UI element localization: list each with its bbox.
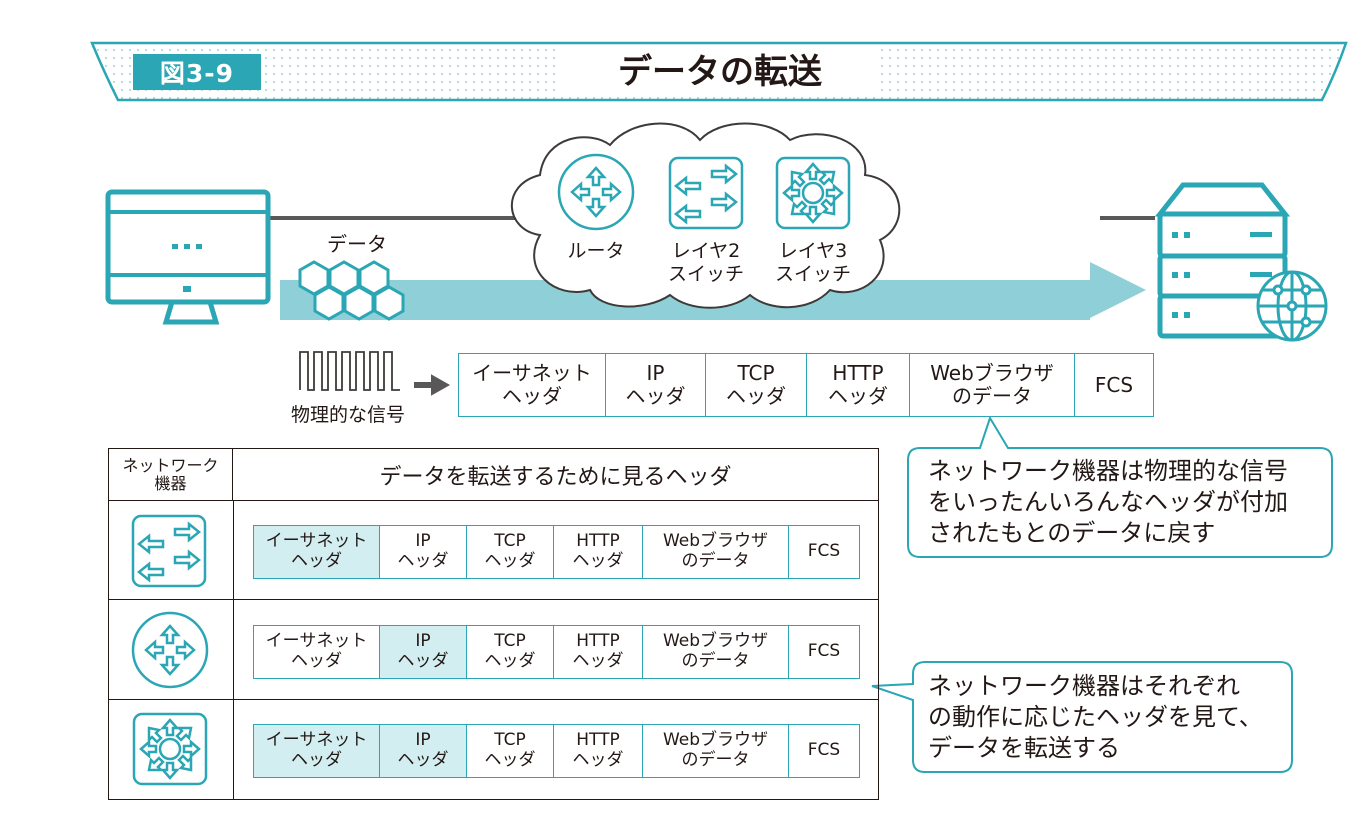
table-router-icon xyxy=(131,611,209,689)
l3-switch-label: レイヤ3 スイッチ xyxy=(774,240,851,285)
fcs-cell: FCS xyxy=(1094,372,1134,397)
top-header-row: イーサネット ヘッダ IP ヘッダ TCP ヘッダ HTTP ヘッダ Webブラ… xyxy=(458,353,1154,417)
web-data-cell: Webブラウザ のデータ xyxy=(643,725,789,777)
figure-title: データの転送 xyxy=(560,47,880,97)
ip-header-cell: IP ヘッダ xyxy=(380,526,467,578)
ethernet-header-cell: イーサネット ヘッダ xyxy=(254,725,380,777)
table-row-divider xyxy=(109,599,878,600)
table-row: イーサネット ヘッダ IP ヘッダ TCP ヘッダ HTTP ヘッダ Webブラ… xyxy=(253,525,860,579)
tcp-header-cell: TCP ヘッダ xyxy=(706,354,807,416)
router-label: ルータ xyxy=(567,240,625,262)
ip-header-cell: IP ヘッダ xyxy=(606,354,706,416)
table-col-header-headers: データを転送するために見るヘッダ xyxy=(233,449,878,501)
callout-1-text: ネットワーク機器は物理的な信号 をいったんいろんなヘッダが付加 されたもとのデー… xyxy=(928,457,1288,548)
callout-2-bubble xyxy=(871,661,1293,773)
ip-header-cell: IP ヘッダ xyxy=(380,725,467,777)
table-column-divider xyxy=(233,501,234,799)
data-label: データ xyxy=(327,232,387,256)
ethernet-header-cell: イーサネット ヘッダ xyxy=(459,354,606,416)
ethernet-header-cell: イーサネット ヘッダ xyxy=(254,626,380,678)
header-table: ネットワーク 機器 データを転送するために見るヘッダ xyxy=(108,448,879,800)
http-header-cell: HTTP ヘッダ xyxy=(554,626,643,678)
table-row-divider xyxy=(109,699,878,700)
callout-2-text: ネットワーク機器はそれぞれ の動作に応じたヘッダを見て、 データを転送する xyxy=(928,672,1263,763)
http-header-cell: HTTP ヘッダ xyxy=(554,725,643,777)
ip-header-cell: IP ヘッダ xyxy=(380,626,467,678)
table-col-header-device: ネットワーク 機器 xyxy=(109,449,233,501)
callout-1-bubble xyxy=(907,415,1333,558)
computer-icon xyxy=(105,189,271,325)
l2-switch-label: レイヤ2 スイッチ xyxy=(667,240,744,285)
figure-label: 図3-9 xyxy=(133,54,261,90)
l3-switch-icon xyxy=(775,156,851,230)
table-l2-switch-icon xyxy=(131,514,207,588)
signal-label: 物理的な信号 xyxy=(290,404,405,426)
http-header-cell: HTTP ヘッダ xyxy=(554,526,643,578)
server-icon xyxy=(1154,182,1291,339)
http-header-cell: HTTP ヘッダ xyxy=(807,354,910,416)
router-icon xyxy=(557,153,635,231)
web-data-cell: Webブラウザ のデータ xyxy=(910,354,1075,416)
ethernet-header-cell: イーサネット ヘッダ xyxy=(254,526,380,578)
tcp-header-cell: TCP ヘッダ xyxy=(467,526,554,578)
data-cubes-icon xyxy=(298,260,405,321)
fcs-cell: FCS xyxy=(807,541,841,562)
web-data-cell: Webブラウザ のデータ xyxy=(643,526,789,578)
table-row: イーサネット ヘッダ IP ヘッダ TCP ヘッダ HTTP ヘッダ Webブラ… xyxy=(253,625,860,679)
tcp-header-cell: TCP ヘッダ xyxy=(467,725,554,777)
table-row: イーサネット ヘッダ IP ヘッダ TCP ヘッダ HTTP ヘッダ Webブラ… xyxy=(253,724,860,778)
tcp-header-cell: TCP ヘッダ xyxy=(467,626,554,678)
globe-icon xyxy=(1256,270,1328,342)
fcs-cell: FCS xyxy=(807,641,841,662)
web-data-cell: Webブラウザ のデータ xyxy=(643,626,789,678)
table-l3-switch-icon xyxy=(132,712,208,786)
fcs-cell: FCS xyxy=(807,740,841,761)
signal-waveform xyxy=(299,351,400,391)
l2-switch-icon xyxy=(668,156,744,230)
signal-arrow xyxy=(414,374,451,396)
